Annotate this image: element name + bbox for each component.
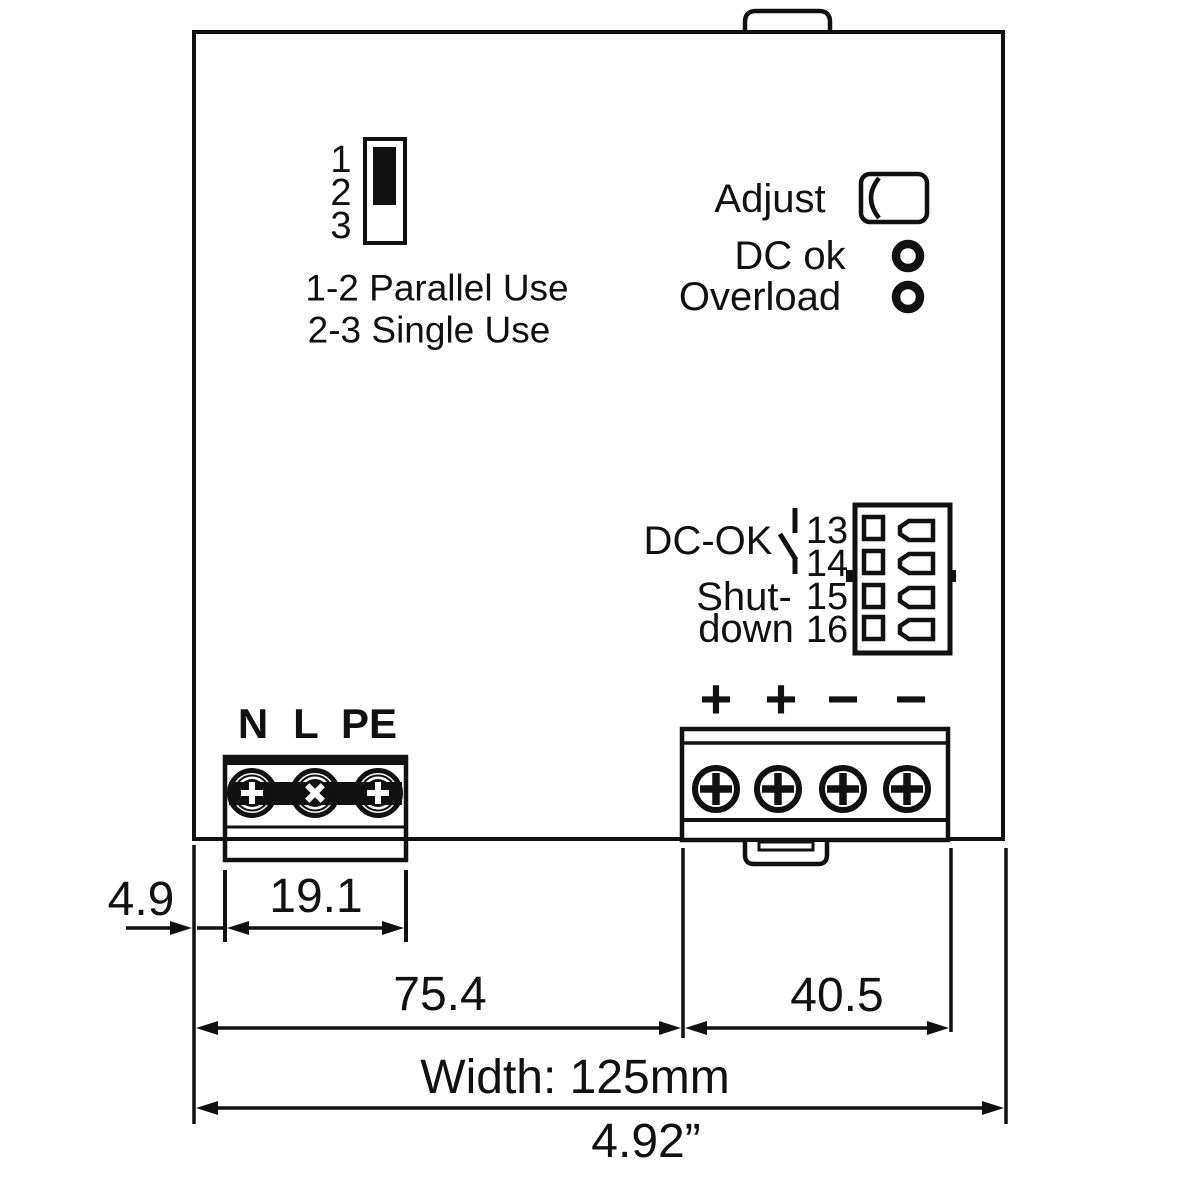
- dim-total-width-inch: 4.92”: [591, 1115, 701, 1168]
- dim-span-left: 75.4: [393, 968, 487, 1021]
- dc-polarity-plus-1: +: [699, 667, 733, 730]
- terminal-14-label: 14: [805, 543, 849, 585]
- dc-polarity-plus-2: +: [764, 667, 798, 730]
- dc-polarity-minus-2: −: [894, 667, 928, 730]
- screw-terminal-dc: [692, 765, 931, 813]
- dc-ok-led-icon: [891, 239, 925, 273]
- relay-contact-icon: [777, 508, 799, 574]
- terminal-16-label: 16: [805, 609, 849, 651]
- dc-terminal-block-icon: [679, 726, 951, 867]
- shutdown-label-line1: Shut-: [696, 575, 792, 619]
- din-clip-tab: [742, 842, 830, 867]
- relay-dc-ok-label: DC-OK: [643, 519, 773, 563]
- dc-polarity-minus-1: −: [826, 667, 860, 730]
- overload-led-label: Overload: [678, 275, 842, 319]
- ac-terminal-n-label: N: [237, 700, 269, 747]
- shutdown-label-line2: down: [698, 607, 794, 651]
- terminal-13-label: 13: [805, 510, 849, 552]
- ac-terminal-pe-label: PE: [340, 700, 398, 747]
- dim-span-right: 40.5: [790, 969, 884, 1022]
- dip-position-2-label: 2: [330, 172, 352, 214]
- overload-led-icon: [891, 280, 925, 314]
- adjust-knob-icon: [858, 171, 930, 225]
- dip-position-3-label: 3: [330, 205, 352, 247]
- screw-terminal-n: [227, 768, 277, 818]
- dim-offset-left: 4.9: [107, 873, 175, 926]
- dc-ok-led-label: DC ok: [734, 234, 846, 278]
- ac-terminal-l-label: L: [293, 700, 319, 747]
- terminal-15-label: 15: [805, 576, 849, 618]
- ac-terminal-block-icon: [222, 754, 409, 863]
- screw-terminal-pe: [353, 768, 403, 818]
- adjust-label: Adjust: [714, 177, 826, 221]
- screw-terminal-l: [290, 768, 340, 818]
- dim-total-width-mm: Width: 125mm: [420, 1051, 730, 1104]
- dimension-lines: [126, 845, 1008, 1124]
- dip-switch-icon: [363, 137, 407, 245]
- parallel-use-note: 1-2 Parallel Use: [305, 267, 569, 309]
- signal-connector-icon: [846, 502, 956, 656]
- single-use-note: 2-3 Single Use: [307, 309, 551, 351]
- dip-position-1-label: 1: [330, 139, 352, 181]
- dim-ac-block: 19.1: [269, 870, 363, 923]
- device-outline: [192, 8, 1005, 841]
